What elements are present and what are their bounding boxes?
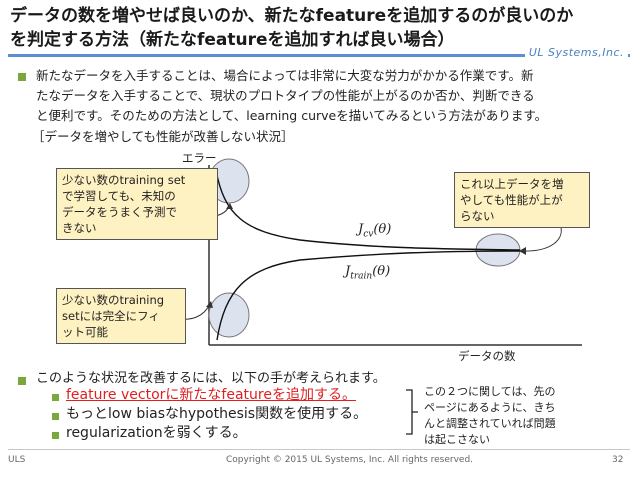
sub-bullet-icon xyxy=(52,394,59,401)
callout-low-error: 少ない数のtraining setには完全にフィ ット可能 xyxy=(56,288,186,344)
callout-line: 少ない数のtraining set xyxy=(62,173,186,187)
cv-label-subscript: cv xyxy=(363,229,374,240)
slide-title: データの数を増やせば良いのか、新たなfeatureを追加するのが良いのか を判定… xyxy=(10,4,610,52)
cv-label-symbol: J xyxy=(358,222,364,237)
note-line: は起こさない xyxy=(424,433,490,446)
callout-line: ット可能 xyxy=(62,325,108,339)
train-label-symbol: J xyxy=(345,264,351,279)
bullet-icon xyxy=(18,377,26,385)
footer-divider xyxy=(8,449,630,450)
callout-arrow-right-head xyxy=(519,247,526,255)
cv-label-arg: (θ) xyxy=(373,222,392,237)
section-subheading: ［データを増やしても性能が改善しない状況］ xyxy=(32,129,294,144)
callout-arrow-bottom-head xyxy=(206,301,213,308)
callout-arrow-top-head xyxy=(226,203,233,209)
page-number: 32 xyxy=(612,455,624,465)
low-error-ellipse xyxy=(208,292,250,338)
note-line: んと調整されていれば問題 xyxy=(424,417,556,430)
side-note: この２つに関しては、先の ページにあるように、きち んと調整されていれば問題 は… xyxy=(424,384,584,448)
paragraph-line: 新たなデータを入手することは、場合によっては非常に大変な労力がかかる作業です。新 xyxy=(36,68,534,83)
footer-company: ULS xyxy=(8,455,26,465)
callout-line: setには完全にフィ xyxy=(62,309,160,323)
note-line: この２つに関しては、先の xyxy=(424,385,556,398)
option-low-bias: もっとlow biasなhypothesis関数を使用する。 xyxy=(66,406,368,422)
note-bracket xyxy=(406,389,418,435)
callout-line: で学習しても、未知の xyxy=(62,189,176,203)
option-regularization: regularizationを弱くする。 xyxy=(66,425,247,441)
note-line: ページにあるように、きち xyxy=(424,401,556,414)
callout-line: らない xyxy=(460,209,495,223)
callout-line: 少ない数のtraining xyxy=(62,293,165,307)
intro-paragraph: 新たなデータを入手することは、場合によっては非常に大変な労力がかかる作業です。新… xyxy=(36,66,626,126)
bullet-icon xyxy=(18,73,26,81)
paragraph-line: たなデータを入手することで、現状のプロトタイプの性能が上がるのか否か、判断できる xyxy=(36,88,535,103)
sub-bullet-icon xyxy=(52,432,59,439)
option-add-feature: feature vectorに新たなfeatureを追加する。 xyxy=(66,387,356,403)
callout-line: きない xyxy=(62,221,97,235)
paragraph-line: と便利です。そのための方法として、learning curveを描いてみるという… xyxy=(36,108,548,123)
brand-logo: UL Systems,Inc. xyxy=(524,46,628,59)
cv-curve-label: Jcv(θ) xyxy=(358,222,391,240)
sub-bullet-icon xyxy=(52,413,59,420)
train-error-curve xyxy=(216,250,521,341)
callout-line: データをうまく予測で xyxy=(62,205,177,219)
train-label-subscript: train xyxy=(350,271,373,282)
title-line-1: データの数を増やせば良いのか、新たなfeatureを追加するのが良いのか xyxy=(10,6,574,26)
callout-arrow-right xyxy=(521,223,562,252)
improvement-intro: このような状況を改善するには、以下の手が考えられます。 xyxy=(36,371,386,386)
train-label-arg: (θ) xyxy=(372,264,391,279)
footer-copyright: Copyright © 2015 UL Systems, Inc. All ri… xyxy=(226,455,474,465)
callout-line: やしても性能が上が xyxy=(460,193,563,207)
callout-high-error: 少ない数のtraining set で学習しても、未知の データをうまく予測で … xyxy=(56,168,218,240)
x-axis-label: データの数 xyxy=(458,349,516,363)
train-curve-label: Jtrain(θ) xyxy=(345,264,390,282)
title-divider xyxy=(8,54,630,57)
callout-convergence: これ以上データを増 やしても性能が上が らない xyxy=(454,172,590,228)
title-line-2: を判定する方法（新たなfeatureを追加すれば良い場合） xyxy=(10,30,455,50)
callout-line: これ以上データを増 xyxy=(460,177,564,191)
y-axis-label: エラー xyxy=(182,151,217,165)
